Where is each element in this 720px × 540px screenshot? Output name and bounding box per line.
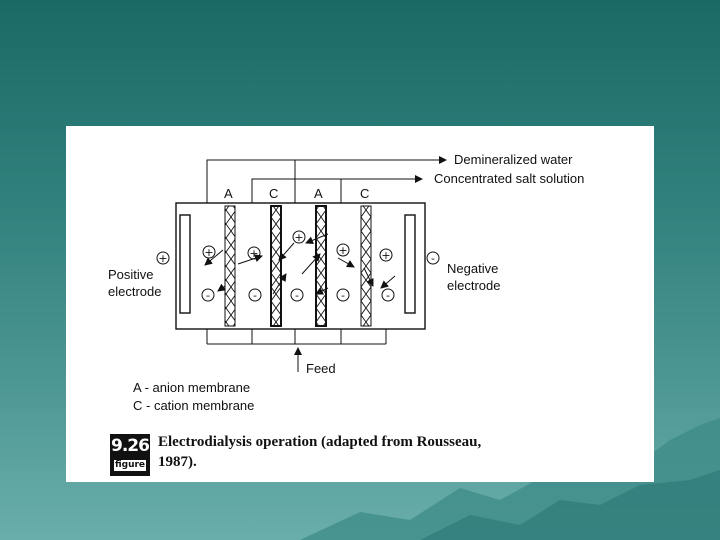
- anion-membrane-2: [315, 205, 327, 327]
- outlet-demineralized-label: Demineralized water: [454, 152, 573, 167]
- svg-text:+: +: [294, 231, 303, 244]
- svg-text:+: +: [158, 252, 167, 265]
- svg-text:+: +: [338, 244, 347, 257]
- cation-ion: +: [292, 230, 306, 244]
- svg-text:-: -: [206, 289, 210, 302]
- feed-label: Feed: [306, 361, 336, 376]
- cation-ion: +: [247, 246, 261, 260]
- legend-cation: C - cation membrane: [133, 398, 254, 413]
- outlet-piping: [206, 156, 447, 203]
- positive-electrode-plate: [179, 214, 191, 314]
- ions: + + + + + - - - - -: [201, 230, 395, 302]
- svg-text:+: +: [249, 247, 258, 260]
- figure-caption: Electrodialysis operation (adapted from …: [158, 434, 482, 470]
- legend-anion: A - anion membrane: [133, 380, 250, 395]
- cell-box: [175, 202, 426, 330]
- cation-ion: +: [336, 243, 350, 257]
- positive-electrode-label: Positive electrode: [108, 267, 161, 299]
- svg-text:+: +: [204, 246, 213, 259]
- outlet-concentrate-label: Concentrated salt solution: [434, 171, 584, 186]
- anion-membrane-1: [224, 205, 236, 327]
- feed-piping: [206, 329, 387, 372]
- svg-text:+: +: [381, 249, 390, 262]
- negative-electrode-label: Negative electrode: [447, 261, 502, 293]
- anion-ion: -: [381, 288, 395, 302]
- anion-ion: -: [201, 288, 215, 302]
- anion-ion: -: [336, 288, 350, 302]
- cation-membrane-2: [360, 205, 372, 327]
- svg-text:-: -: [295, 289, 299, 302]
- membrane-label-1: A: [224, 186, 233, 201]
- cation-ion: +: [202, 245, 216, 259]
- cation-membrane-1: [270, 205, 282, 327]
- anion-ion: -: [248, 288, 262, 302]
- figure-number-badge: 9.26 figure: [110, 434, 150, 476]
- svg-text:-: -: [431, 252, 435, 265]
- electrode-polarity: + -: [156, 251, 440, 265]
- membranes: [224, 205, 372, 327]
- figure-number: 9.26: [111, 436, 150, 456]
- svg-text:-: -: [386, 289, 390, 302]
- svg-text:-: -: [253, 289, 257, 302]
- membrane-label-4: C: [360, 186, 369, 201]
- anion-ion: -: [290, 288, 304, 302]
- membrane-label-3: A: [314, 186, 323, 201]
- ion-migration-arrows: [204, 233, 396, 295]
- figure-word: figure: [114, 460, 146, 471]
- electrodialysis-diagram: Demineralized water Concentrated salt so…: [108, 152, 584, 413]
- cation-ion: +: [379, 248, 393, 262]
- figure-card: Demineralized water Concentrated salt so…: [66, 126, 654, 482]
- svg-text:-: -: [341, 289, 345, 302]
- negative-electrode-plate: [404, 214, 416, 314]
- membrane-label-2: C: [269, 186, 278, 201]
